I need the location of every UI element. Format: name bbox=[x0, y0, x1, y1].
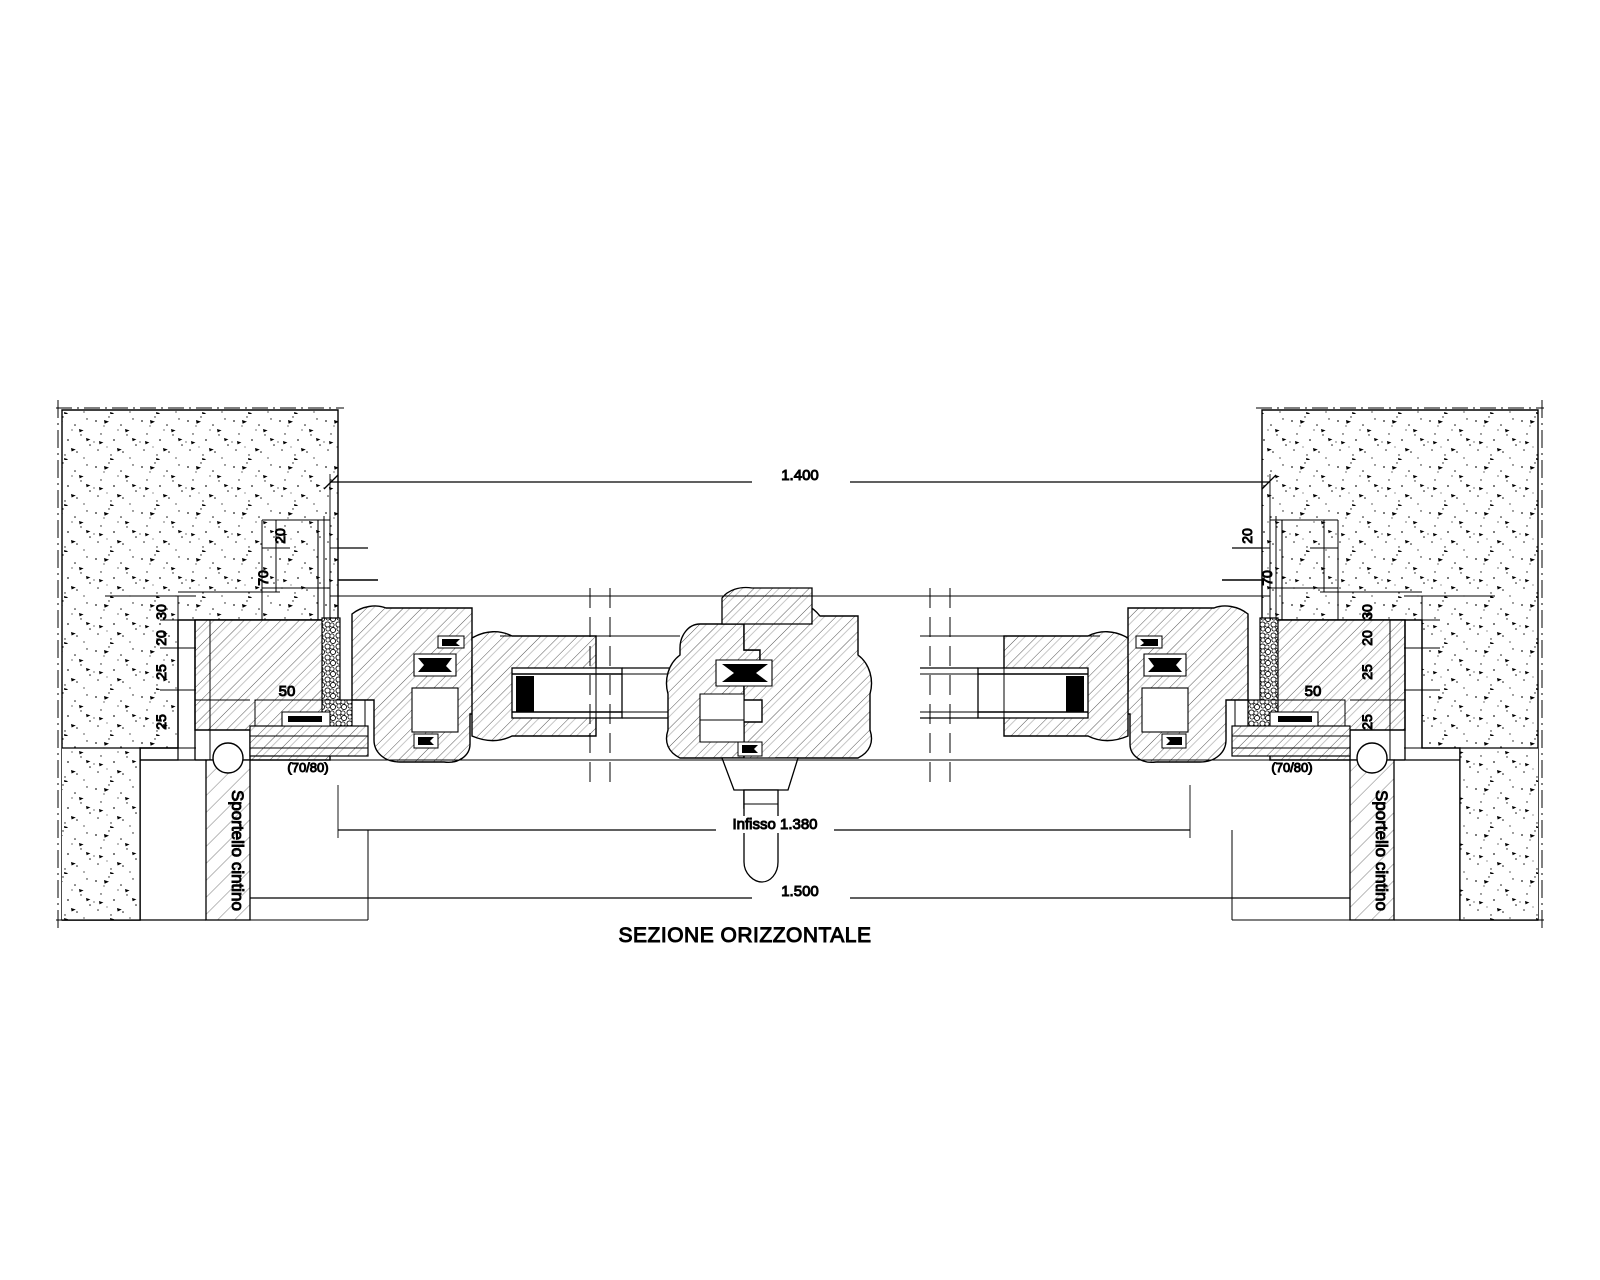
left-detail-dim-7080: (70/80) bbox=[287, 760, 328, 775]
left-detail-labels: 50 (70/80) bbox=[255, 683, 330, 776]
right-glazing-unit bbox=[920, 667, 1089, 719]
left-dim-25-b: 25 bbox=[153, 714, 169, 730]
right-shutter-label: Sportello cintino bbox=[1372, 790, 1391, 911]
right-dim-25-b: 25 bbox=[1359, 714, 1375, 730]
right-sill-trim bbox=[1231, 699, 1351, 757]
right-detail-labels: 50 (70/80) bbox=[1270, 683, 1345, 776]
right-sash-outer bbox=[1099, 605, 1249, 763]
left-dimension-stack: 30 20 25 25 bbox=[105, 595, 196, 749]
left-reveal-dimensions: 20 70 bbox=[255, 519, 290, 621]
right-dim-30: 30 bbox=[1359, 604, 1375, 620]
right-dimension-stack: 30 20 25 25 bbox=[1359, 595, 1495, 749]
drawing-title: SEZIONE ORIZZONTALE bbox=[619, 924, 872, 947]
right-detail-dim-7080: (70/80) bbox=[1271, 760, 1312, 775]
right-shutter-sportello bbox=[1231, 742, 1460, 921]
right-dim-20: 20 bbox=[1359, 630, 1375, 646]
dimension-label-1400: 1.400 bbox=[781, 467, 819, 484]
left-sash-outer bbox=[351, 605, 501, 763]
left-dim-20: 20 bbox=[153, 630, 169, 646]
profile-extension-lines bbox=[330, 595, 1270, 761]
left-dim-25-a: 25 bbox=[153, 664, 169, 680]
right-detail-dim-50: 50 bbox=[1305, 683, 1322, 700]
left-glazing-unit bbox=[511, 667, 680, 719]
right-reveal-dim-20: 20 bbox=[1239, 528, 1255, 544]
left-sill-trim bbox=[249, 699, 369, 757]
left-shutter-label: Sportello cintino bbox=[228, 790, 247, 911]
left-shutter-sportello bbox=[140, 742, 369, 921]
right-reveal-dim-70: 70 bbox=[1259, 570, 1275, 586]
right-reveal-dimensions: 20 70 bbox=[1239, 519, 1338, 621]
left-reveal-dim-20: 20 bbox=[272, 528, 288, 544]
left-reveal-dim-70: 70 bbox=[255, 570, 271, 586]
left-dim-30: 30 bbox=[153, 604, 169, 620]
dimension-frame-infisso: Infisso 1.380 bbox=[337, 785, 1191, 838]
right-masonry-wall bbox=[1256, 400, 1544, 930]
dimension-label-1500: 1.500 bbox=[781, 883, 819, 900]
section-break-lines bbox=[589, 588, 951, 790]
left-detail-dim-50: 50 bbox=[279, 683, 296, 700]
central-meeting-stile bbox=[665, 586, 873, 809]
dimension-overall-bottom: 1.500 bbox=[249, 883, 1351, 920]
dimension-label-infisso: Infisso 1.380 bbox=[732, 816, 817, 833]
dimension-overall-top: 1.400 bbox=[323, 467, 1277, 620]
right-dim-25-a: 25 bbox=[1359, 664, 1375, 680]
